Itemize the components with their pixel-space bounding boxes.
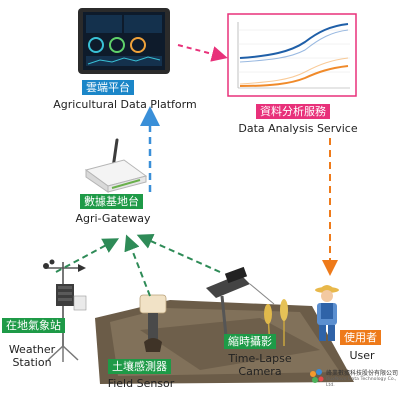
user-caption: User <box>349 349 375 362</box>
brand-name-zh: 峰業數據科技股份有限公司 <box>326 370 399 377</box>
cloud-platform-tag: 雲端平台 <box>82 80 134 95</box>
gateway-tag: 數據基地台 <box>80 194 143 209</box>
weather-station-caption-line2: Station <box>12 356 52 369</box>
field-sensor-caption: Field Sensor <box>107 377 175 390</box>
tablet-dashboard-icon <box>78 8 170 74</box>
connector-camera-to-gateway <box>136 233 221 273</box>
weather-station-tag: 在地氣象站 <box>2 318 65 333</box>
cloud-platform-caption: Agricultural Data Platform <box>53 98 197 111</box>
connector-cloud-to-analysis <box>177 44 228 62</box>
camera-caption-line2: Camera <box>238 365 282 378</box>
farmer-icon <box>315 285 339 341</box>
analysis-service-tag: 資料分析服務 <box>256 104 330 119</box>
analysis-service-caption: Data Analysis Service <box>238 122 358 135</box>
user-tag: 使用者 <box>340 330 381 345</box>
connector-sensor-to-gateway <box>124 234 151 297</box>
time-lapse-camera-icon <box>206 266 288 349</box>
camera-tag: 縮時攝影 <box>224 334 276 349</box>
analysis-chart-icon <box>227 13 357 97</box>
brand-logo-icon <box>310 369 324 383</box>
weather-station-caption-line1: Weather <box>8 343 56 356</box>
brand-name-en: BuxNovo Data Technology Co., Ltd. <box>326 377 397 388</box>
camera-caption-line1: Time-Lapse <box>228 352 292 365</box>
soil-sensor-icon <box>139 294 167 352</box>
connector-weather-to-gateway <box>55 238 120 273</box>
gateway-caption: Agri-Gateway <box>75 212 151 225</box>
brand-block: 峰業數據科技股份有限公司 BuxNovo Data Technology Co.… <box>326 370 400 389</box>
router-icon <box>84 138 148 193</box>
field-sensor-tag: 土壤感測器 <box>108 359 171 374</box>
